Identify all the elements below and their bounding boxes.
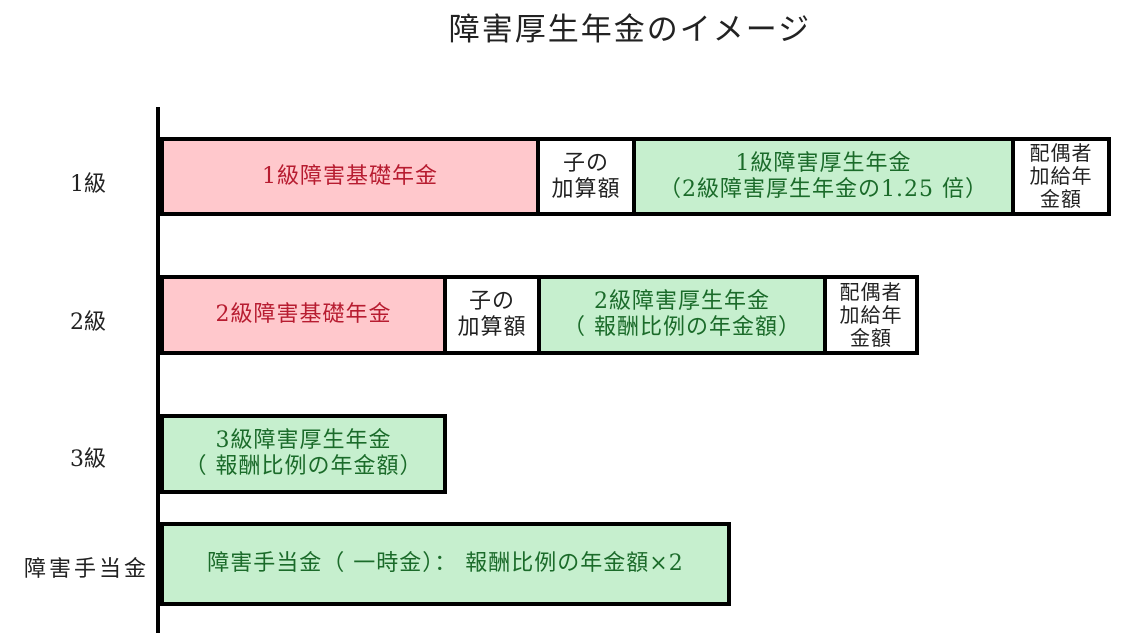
grade2-child-addition-line1: 子の (468, 289, 515, 314)
grade2-employee-pension-line2: （ 報酬比例の年金額） (563, 315, 801, 340)
grade3-employee-pension-line2: （ 報酬比例の年金額） (184, 454, 423, 479)
grade1-child-addition-box: 子の 加算額 (536, 137, 636, 216)
grade-label-3: 3級 (70, 447, 106, 472)
diagram-title: 障害厚生年金のイメージ (448, 12, 812, 48)
lump-sum-allowance-label: 障害手当金（ 一時金）： 報酬比例の年金額×2 (207, 551, 684, 576)
grade2-spouse-addition-line2: 加給年 (839, 302, 903, 327)
grade1-basic-pension-label: 1級障害基礎年金 (262, 163, 438, 189)
grade2-basic-pension-box: 2級障害基礎年金 (160, 275, 447, 355)
grade-label-2: 2級 (70, 310, 106, 335)
grade2-child-addition-line2: 加算額 (457, 315, 527, 340)
grade-label-1: 1級 (70, 172, 106, 197)
grade1-spouse-addition-line1: 配偶者 (1029, 141, 1093, 165)
grade1-child-addition-line2: 加算額 (551, 176, 621, 202)
grade1-spouse-addition-line3: 金額 (1040, 187, 1082, 211)
grade1-spouse-addition-box: 配偶者 加給年 金額 (1011, 137, 1111, 216)
grade1-employee-pension-line2: （2級障害厚生年金の1.25 倍） (659, 176, 988, 202)
grade1-basic-pension-box: 1級障害基礎年金 (160, 137, 540, 216)
grade2-spouse-addition-box: 配偶者 加給年 金額 (823, 275, 919, 355)
grade1-spouse-addition-line2: 加給年 (1029, 164, 1093, 188)
grade2-employee-pension-line1: 2級障害厚生年金 (594, 289, 770, 314)
grade2-employee-pension-box: 2級障害厚生年金 （ 報酬比例の年金額） (537, 275, 827, 355)
grade2-spouse-addition-line3: 金額 (850, 325, 892, 350)
grade2-child-addition-box: 子の 加算額 (443, 275, 541, 355)
grade-label-lump-sum: 障害手当金 (24, 557, 150, 582)
grade1-employee-pension-box: 1級障害厚生年金 （2級障害厚生年金の1.25 倍） (632, 137, 1015, 216)
lump-sum-allowance-box: 障害手当金（ 一時金）： 報酬比例の年金額×2 (160, 522, 731, 606)
grade1-employee-pension-line1: 1級障害厚生年金 (735, 150, 912, 176)
grade1-child-addition-line1: 子の (562, 150, 609, 176)
vertical-axis-line (156, 107, 160, 633)
grade2-spouse-addition-line1: 配偶者 (839, 279, 903, 304)
grade2-basic-pension-label: 2級障害基礎年金 (215, 302, 392, 327)
grade3-employee-pension-box: 3級障害厚生年金 （ 報酬比例の年金額） (160, 414, 447, 494)
grade3-employee-pension-line1: 3級障害厚生年金 (215, 428, 392, 453)
